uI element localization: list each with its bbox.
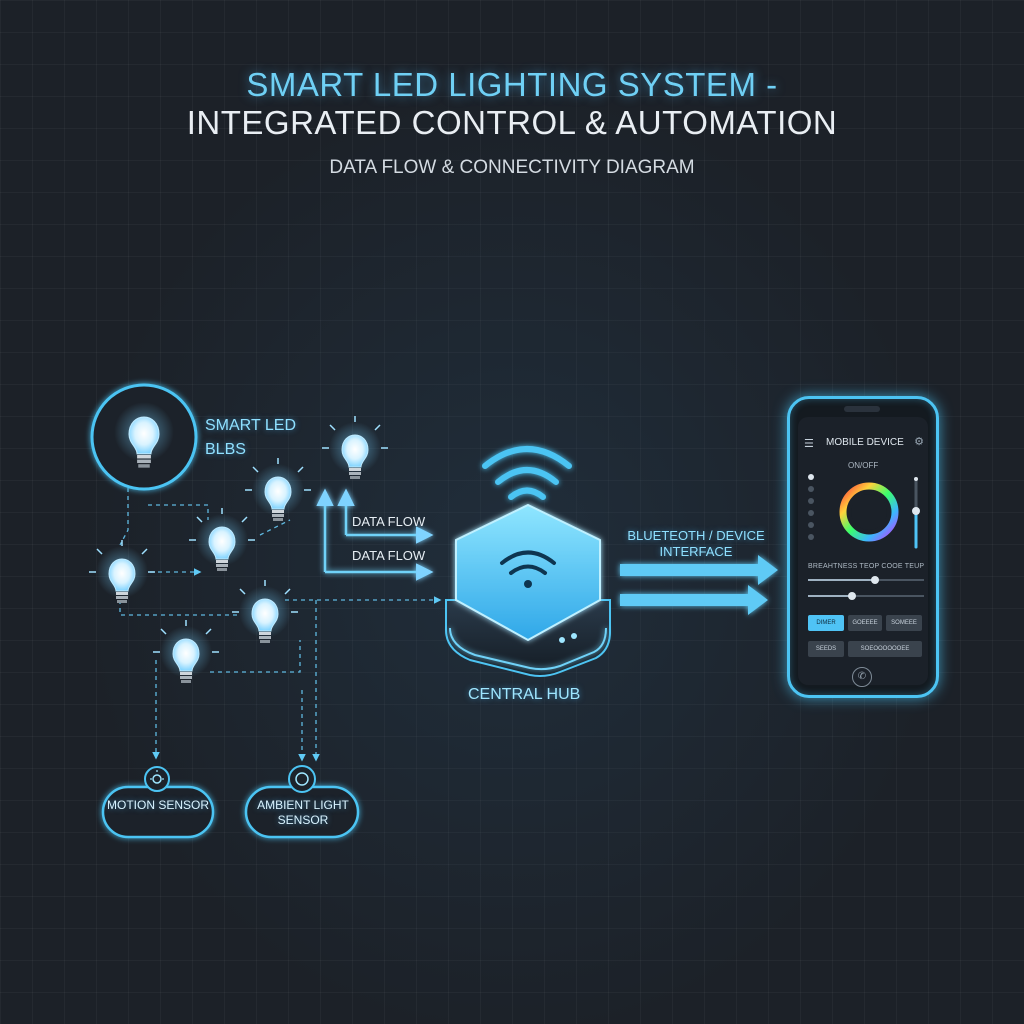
phone-controls <box>808 474 924 600</box>
lightbulb-icon <box>231 579 299 644</box>
color-wheel-icon[interactable] <box>839 482 899 542</box>
lightbulb-icon <box>88 539 156 604</box>
phone-notch <box>844 406 880 412</box>
mode-button-4[interactable]: SEEDS <box>808 641 844 657</box>
data-flow-label-1: DATA FLOW <box>352 514 426 529</box>
brightness-slider[interactable] <box>808 576 924 584</box>
lightbulb-icon <box>188 507 256 572</box>
slider-labels: BREAHTNESS TEOP COOE TEUP <box>808 563 925 570</box>
indicator-dots <box>808 474 814 540</box>
motion-sensor-label: MOTION SENSOR <box>106 798 209 812</box>
bluetooth-arrows <box>620 555 778 615</box>
lightbulb-icon <box>152 619 220 684</box>
mode-button-1[interactable]: DIMER <box>808 615 844 631</box>
ambient-sensor-icon <box>288 765 316 793</box>
motion-sensor-icon <box>144 766 170 792</box>
data-flow-label-2: DATA FLOW <box>352 548 426 563</box>
data-flow-arrows <box>316 488 434 581</box>
lightbulb-icon <box>321 415 389 480</box>
motion-sensor <box>101 766 215 839</box>
mode-button-5[interactable]: SOEOOOOOOEE <box>848 641 922 657</box>
ambient-sensor-label: AMBIENT LIGHT SENSOR <box>257 798 349 827</box>
menu-icon[interactable]: ☰ <box>804 438 814 450</box>
settings-icon[interactable]: ⚙ <box>914 436 924 448</box>
onoff-label: ON/OFF <box>848 461 879 470</box>
central-hub-label: CENTRAL HUB <box>468 686 581 703</box>
mode-button-3[interactable]: SOMEEE <box>886 615 922 631</box>
phone-title: MOBILE DEVICE <box>826 437 904 448</box>
bluetooth-label: BLUETEOTH / DEVICE INTERFACE <box>627 528 765 559</box>
mobile-device: ☰ MOBILE DEVICE ⚙ ON/OFF <box>787 396 939 698</box>
smart-bulbs-label: SMART LED BLBS <box>205 417 296 458</box>
color-temp-slider[interactable] <box>808 592 924 600</box>
title-line-1: SMART LED LIGHTING SYSTEM - <box>246 66 778 103</box>
phone-screen <box>798 417 928 685</box>
subtitle: DATA FLOW & CONNECTIVITY DIAGRAM <box>329 157 695 178</box>
mode-button-2[interactable]: GOEEEE <box>848 615 882 631</box>
lightbulb-icon <box>244 457 312 522</box>
phone-icon[interactable]: ✆ <box>852 667 872 687</box>
hub-icon <box>445 503 611 677</box>
title-line-2: INTEGRATED CONTROL & AUTOMATION <box>186 104 838 141</box>
vertical-slider[interactable] <box>912 477 920 549</box>
ambient-light-sensor <box>244 765 360 839</box>
wifi-icon <box>482 446 572 500</box>
bulb-connections <box>119 480 442 762</box>
featured-bulb <box>90 383 198 491</box>
